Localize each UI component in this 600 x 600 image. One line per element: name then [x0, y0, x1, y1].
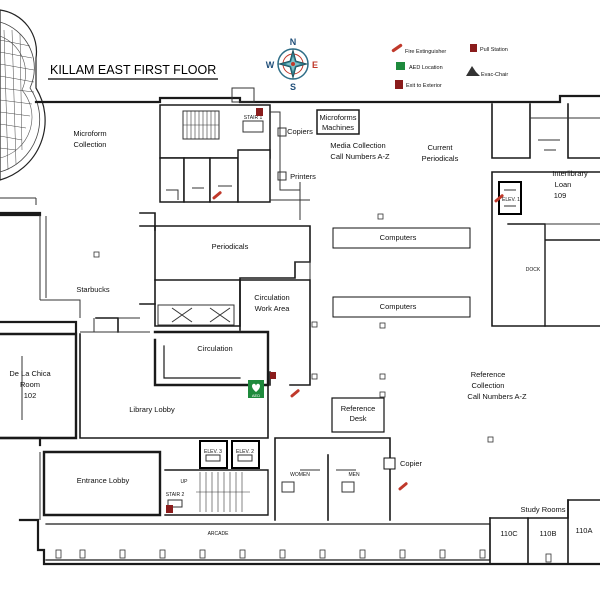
entrance-lobby: [39, 450, 162, 520]
starbucks-area: [0, 197, 156, 333]
legend-aed: AED Location: [409, 65, 443, 71]
study-rooms: [489, 499, 600, 565]
de-la-chica-label-2: Room: [20, 380, 40, 389]
stair-2: STAIR 2 UP: [164, 469, 269, 516]
copier-label: Copier: [400, 459, 423, 468]
pull-station-icon: [470, 44, 477, 52]
current-periodicals-label-2: Periodicals: [422, 154, 459, 163]
compass-east: E: [312, 60, 318, 70]
current-periodicals-label-1: Current: [427, 143, 453, 152]
media-collection-label-2: Call Numbers A-Z: [330, 152, 390, 161]
copiers-label: Copiers: [287, 127, 313, 136]
reference-collection-label-3: Call Numbers A-Z: [467, 392, 527, 401]
interlibrary-loan-number: 109: [554, 191, 567, 200]
compass-south: S: [290, 82, 296, 92]
map-title: KILLAM EAST FIRST FLOOR: [50, 63, 216, 77]
elevators-2-3: ELEV. 3 ELEV. 2: [199, 440, 260, 469]
interlibrary-loan: [491, 171, 600, 327]
periodicals-room: [154, 225, 311, 281]
elev-1-label: ELEV. 1: [502, 197, 520, 203]
aed-tag: AED: [252, 393, 260, 398]
reference-collection-label-1: Reference: [471, 370, 506, 379]
evac-chair-icon: [466, 66, 480, 76]
exit-icon: [395, 80, 403, 89]
pull-station-icon: [166, 108, 276, 513]
women-restroom: WOMEN: [290, 472, 310, 478]
microforms-machines-label-1: Microforms: [319, 113, 356, 122]
men-restroom: MEN: [348, 472, 360, 478]
compass-west: W: [266, 60, 275, 70]
legend-fire-extinguisher: Fire Extinguisher: [405, 49, 446, 55]
library-lobby-label: Library Lobby: [129, 405, 175, 414]
stair-1: STAIR 1: [159, 87, 271, 159]
legend-exit: Exit to Exterior: [406, 83, 442, 89]
room-110b: 110B: [540, 529, 557, 538]
interlibrary-loan-label-2: Loan: [555, 180, 572, 189]
legend: Fire Extinguisher Pull Station AED Locat…: [391, 43, 508, 89]
legend-evac-chair: Evac-Chair: [481, 72, 508, 78]
study-rooms-label: Study Rooms: [520, 505, 565, 514]
compass-north: N: [290, 37, 297, 47]
room-110a: 110A: [576, 526, 593, 535]
dock-label: DOCK: [526, 267, 541, 273]
microform-label-2: Collection: [74, 140, 107, 149]
computers-table-top: [332, 227, 471, 249]
restrooms: WOMEN MEN: [274, 437, 391, 521]
stair-1-label: STAIR 1: [244, 115, 263, 121]
microform-label-1: Microform: [73, 129, 106, 138]
legend-pull-station: Pull Station: [480, 47, 508, 53]
misc-walls: [21, 199, 310, 420]
microforms-machines-label-2: Machines: [322, 123, 354, 132]
computers-label-bottom: Computers: [380, 302, 417, 311]
compass-rose: N S E W: [266, 37, 318, 92]
up-marker: UP: [181, 479, 189, 485]
media-collection-label-1: Media Collection: [330, 141, 385, 150]
fire-extinguisher-icon: [391, 43, 403, 53]
aed-icon: AED: [248, 380, 264, 398]
elev-2-label: ELEV. 2: [236, 449, 254, 455]
arcade-label: ARCADE: [208, 531, 230, 537]
copier-box: [383, 457, 396, 470]
interlibrary-loan-label-1: Interlibrary: [552, 169, 588, 178]
reference-desk-label-1: Reference: [341, 404, 376, 413]
circulation-work-area-label-2: Work Area: [255, 304, 291, 313]
computers-label-top: Computers: [380, 233, 417, 242]
copiers-printers-area: [270, 109, 360, 220]
entrance-lobby-label: Entrance Lobby: [77, 476, 130, 485]
reference-desk-label-2: Desk: [349, 414, 366, 423]
rotunda: [0, 9, 46, 181]
small-rooms-north: [159, 149, 271, 203]
de-la-chica-number: 102: [24, 391, 37, 400]
circulation-work-area-label-1: Circulation: [254, 293, 289, 302]
printers-label: Printers: [290, 172, 316, 181]
columns: [55, 213, 552, 563]
stair-2-label: STAIR 2: [166, 492, 185, 498]
periodicals-label: Periodicals: [212, 242, 249, 251]
fire-extinguisher-icon: [212, 191, 504, 491]
north-east-rooms: [491, 103, 600, 159]
exterior-walls: [0, 94, 600, 566]
reference-collection-label-2: Collection: [472, 381, 505, 390]
starbucks-label: Starbucks: [76, 285, 110, 294]
room-110c: 110C: [500, 529, 518, 538]
reference-desk: [331, 397, 385, 433]
computers-table-bottom: [332, 296, 471, 318]
aed-icon: [396, 62, 405, 70]
de-la-chica-label-1: De La Chica: [9, 369, 51, 378]
library-lobby: [79, 331, 269, 439]
elev-3-label: ELEV. 3: [204, 449, 222, 455]
de-la-chica-room: [0, 332, 78, 440]
room-labels: Microform Collection Copiers Microforms …: [9, 113, 592, 538]
circulation-label: Circulation: [197, 344, 232, 353]
